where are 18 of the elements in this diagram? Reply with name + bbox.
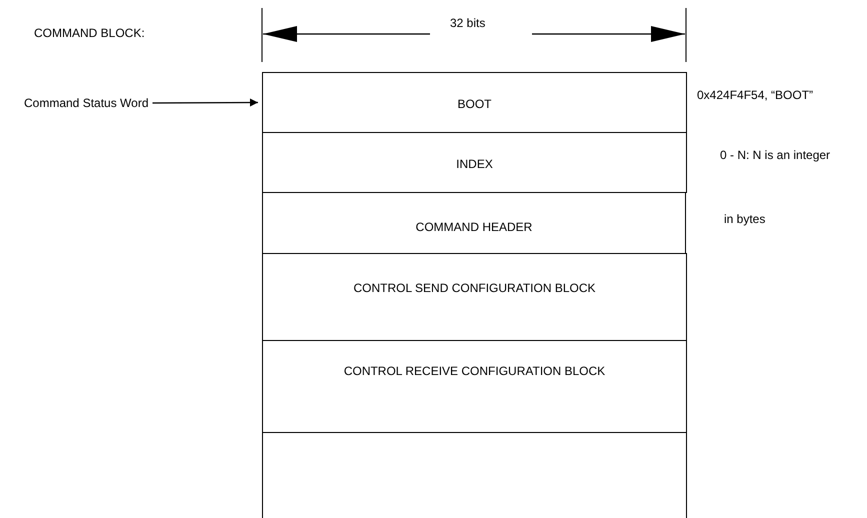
heading-text: COMMAND BLOCK: xyxy=(34,26,145,40)
memory-block-box xyxy=(262,340,687,433)
block-label: INDEX xyxy=(455,157,494,171)
memory-block-box xyxy=(262,132,687,193)
memory-block-box xyxy=(262,432,687,518)
dimension-label: 32 bits xyxy=(450,16,486,30)
memory-block-box xyxy=(262,253,687,341)
memory-block-box xyxy=(262,72,687,133)
block-label: CONTROL RECEIVE CONFIGURATION BLOCK xyxy=(342,364,606,378)
block-label: COMMAND HEADER xyxy=(414,220,534,234)
pointer-label: Command Status Word xyxy=(24,96,148,110)
block-label: CONTROL SEND CONFIGURATION BLOCK xyxy=(352,281,597,295)
annotation-text: 0x424F4F54, “BOOT” xyxy=(697,88,814,102)
memory-block-box xyxy=(262,192,686,254)
arrow xyxy=(152,98,258,107)
annotation-text: 0 - N: N is an integer xyxy=(720,148,830,162)
annotation-text: in bytes xyxy=(724,212,766,226)
block-label: BOOT xyxy=(456,97,492,111)
